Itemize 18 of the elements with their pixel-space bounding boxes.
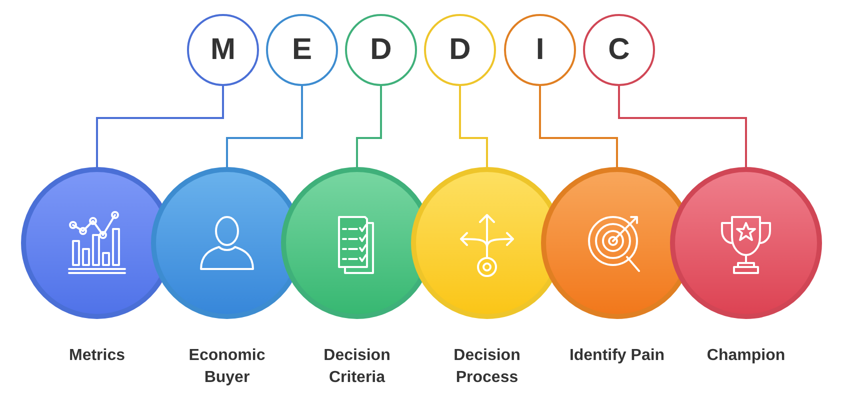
letter: D (370, 33, 392, 67)
connector-line (96, 86, 224, 167)
connector-line (459, 86, 488, 167)
letter: I (536, 33, 544, 67)
stage-label: Decision Criteria (322, 346, 392, 388)
letter: M (210, 33, 236, 67)
letter: C (608, 33, 630, 67)
connector-line (618, 86, 747, 167)
letter: E (292, 33, 312, 67)
stage-label: Identify Pain (568, 346, 666, 366)
letter: D (449, 33, 471, 67)
stage-label: Champion (706, 346, 786, 366)
connector-line (226, 86, 303, 167)
stage-label: Decision Process (452, 346, 522, 388)
connector-line (356, 86, 382, 167)
stage-label: Metrics (68, 346, 126, 366)
stage-label: Economic Buyer (188, 346, 266, 388)
connector-line (539, 86, 618, 167)
